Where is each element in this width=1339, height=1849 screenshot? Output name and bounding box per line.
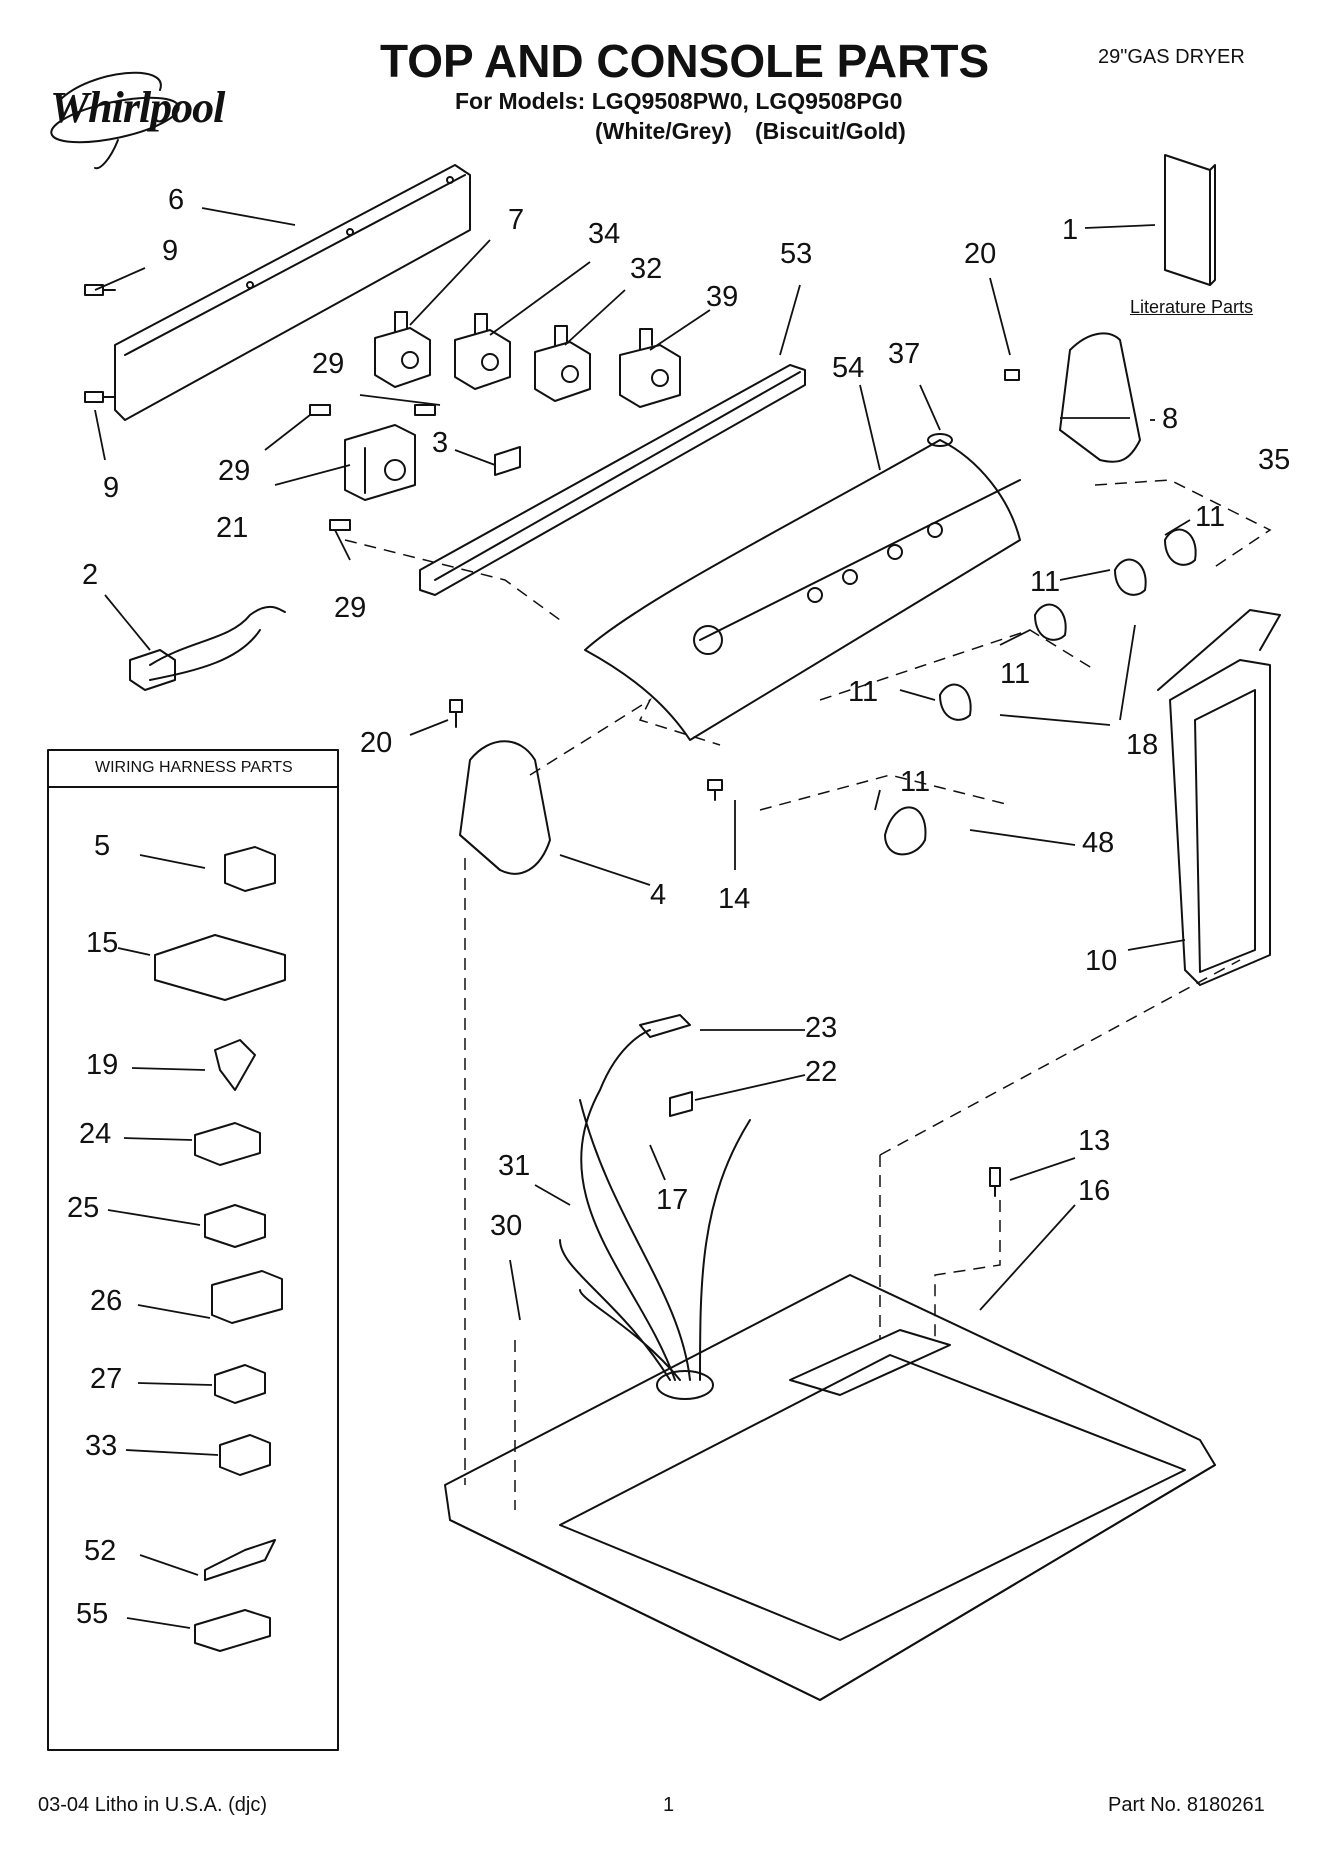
callout-48: 48	[1082, 827, 1115, 859]
knob-icon	[939, 683, 972, 721]
callout-23: 23	[805, 1012, 838, 1044]
whirlpool-swirl-icon	[50, 96, 180, 144]
switch-34	[454, 313, 511, 390]
literature-1	[1164, 154, 1211, 286]
callout-2: 2	[82, 559, 99, 591]
knob-icon	[1034, 603, 1067, 641]
callout-18: 18	[1126, 729, 1159, 761]
harness-2	[149, 605, 286, 681]
screw-icon	[414, 404, 436, 416]
switch-7	[374, 311, 431, 388]
callout-20: 20	[360, 727, 393, 759]
wiring-part-label: 33	[85, 1430, 118, 1462]
back-panel	[114, 164, 471, 421]
callout-30: 30	[490, 1210, 523, 1242]
footer-litho: 03-04 Litho in U.S.A. (djc)	[38, 1794, 267, 1816]
callout-17: 17	[656, 1184, 689, 1216]
wiring-harness-box	[47, 749, 339, 1751]
page-number: 1	[663, 1794, 675, 1816]
callout-29: 29	[334, 592, 367, 624]
callout-10: 10	[1085, 945, 1118, 977]
callout-7: 7	[508, 204, 525, 236]
console-bracket-53	[419, 364, 806, 596]
callout-11: 11	[848, 676, 879, 708]
screw-icon	[707, 779, 723, 801]
callout-4: 4	[650, 879, 667, 911]
callout-1: 1	[1062, 214, 1079, 246]
wiring-box-title: WIRING HARNESS PARTS	[95, 759, 293, 776]
callout-16: 16	[1078, 1175, 1111, 1207]
callout-8: 8	[1162, 403, 1179, 435]
color-biscuit-gold: (Biscuit/Gold)	[755, 118, 906, 144]
callout-54: 54	[832, 352, 865, 384]
callout-14: 14	[718, 883, 751, 915]
screw-icon	[329, 519, 351, 531]
wiring-part-label: 52	[84, 1535, 117, 1567]
callout-3: 3	[432, 427, 449, 459]
timer-21	[344, 424, 416, 501]
callout-35: 35	[1258, 444, 1291, 476]
switch-32	[534, 325, 591, 402]
color-white-grey: (White/Grey)	[595, 118, 732, 144]
wiring-part-label: 25	[67, 1192, 100, 1224]
end-cap-4	[459, 740, 551, 875]
callout-53: 53	[780, 238, 813, 270]
lint-screen-10	[1169, 659, 1271, 986]
console-54	[584, 439, 1021, 741]
callout-11: 11	[900, 766, 931, 798]
knob-icon	[884, 806, 927, 856]
callout-9: 9	[162, 235, 179, 267]
whirlpool-logo: Whirlpool	[50, 83, 225, 132]
product-label: 29"GAS DRYER	[1098, 46, 1245, 68]
screw-icon	[84, 391, 116, 403]
callout-11: 11	[1195, 501, 1226, 533]
wire-harness	[559, 1029, 751, 1381]
callout-31: 31	[498, 1150, 531, 1182]
screw-icon	[989, 1167, 1001, 1197]
callout-6: 6	[168, 184, 185, 216]
callout-11: 11	[1000, 658, 1031, 690]
screw-icon	[84, 284, 116, 296]
part-number: Part No. 8180261	[1108, 1794, 1265, 1816]
callout-11: 11	[1030, 566, 1061, 598]
callout-32: 32	[630, 253, 663, 285]
callout-34: 34	[588, 218, 621, 250]
callout-13: 13	[1078, 1125, 1111, 1157]
wiring-part-label: 15	[86, 927, 119, 959]
page-title: TOP AND CONSOLE PARTS	[380, 35, 990, 87]
callout-29: 29	[312, 348, 345, 380]
wiring-part-label: 19	[86, 1049, 119, 1081]
wiring-part-label: 26	[90, 1285, 123, 1317]
callout-9: 9	[103, 472, 120, 504]
wiring-part-label: 55	[76, 1598, 109, 1630]
wiring-part-label: 27	[90, 1363, 123, 1395]
callout-39: 39	[706, 281, 739, 313]
screw-icon	[449, 699, 463, 728]
end-cap-8	[1059, 332, 1141, 463]
clip-3	[494, 446, 521, 476]
models-line: For Models: LGQ9508PW0, LGQ9508PG0	[455, 88, 903, 114]
callout-21: 21	[216, 512, 249, 544]
callout-29: 29	[218, 455, 251, 487]
screw-icon	[1004, 369, 1020, 381]
callout-22: 22	[805, 1056, 838, 1088]
screw-icon	[309, 404, 331, 416]
wiring-part-label: 24	[79, 1118, 112, 1150]
callout-20: 20	[964, 238, 997, 270]
switch-39	[619, 328, 681, 408]
callout-37: 37	[888, 338, 921, 370]
knob-icon	[1114, 558, 1147, 596]
literature-parts-label: Literature Parts	[1130, 297, 1254, 317]
knob-icon	[1164, 528, 1197, 566]
wiring-part-label: 5	[94, 830, 111, 862]
